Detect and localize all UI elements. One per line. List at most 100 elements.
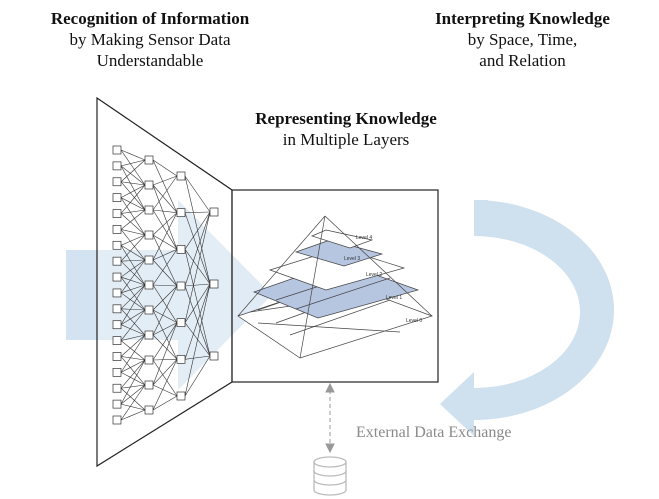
network-edge — [120, 209, 146, 230]
network-node — [112, 320, 122, 330]
network-edge — [120, 234, 146, 262]
network-edge — [120, 259, 146, 278]
network-edge — [152, 395, 178, 411]
network-node — [176, 391, 186, 401]
network-edge — [152, 322, 178, 361]
network-node — [144, 380, 154, 390]
pyramid-label-3: Level 3 — [344, 256, 360, 262]
network-edge — [120, 245, 146, 261]
network-edge — [152, 285, 178, 311]
network-edge — [152, 184, 178, 250]
network-edge — [120, 372, 146, 386]
caption-representing-line1: in Multiple Layers — [282, 130, 410, 149]
network-node — [112, 415, 122, 425]
network-edge — [120, 409, 146, 421]
network-edge — [120, 184, 146, 214]
network-node — [112, 145, 122, 155]
caption-representing: Representing Knowledge in Multiple Layer… — [196, 108, 496, 150]
network-edge — [152, 209, 178, 250]
network-edge — [152, 184, 178, 213]
network-edges — [120, 149, 211, 421]
caption-interpreting-line1: by Space, Time, — [467, 30, 578, 49]
network-node — [112, 352, 122, 361]
network-edge — [120, 197, 146, 211]
network-edge — [152, 212, 178, 236]
network-node — [112, 209, 122, 218]
network-edge — [120, 245, 146, 286]
network-node — [144, 280, 154, 290]
network-node — [112, 304, 122, 314]
network-edge — [120, 260, 146, 286]
network-node — [112, 336, 122, 345]
network-edge — [120, 159, 146, 167]
network-edge — [120, 334, 146, 341]
network-edge — [184, 211, 211, 323]
network-edge — [184, 283, 211, 397]
network-edge — [152, 284, 178, 323]
network-node — [112, 256, 122, 266]
network-node — [176, 171, 186, 181]
network-edge — [184, 175, 211, 285]
network-edge — [152, 334, 178, 360]
network-edge — [152, 175, 178, 186]
network-edge — [120, 276, 146, 286]
network-edge — [120, 340, 146, 361]
knowledge-pyramid — [237, 215, 434, 359]
network-edge — [120, 276, 146, 311]
right-arrow-icon — [66, 200, 272, 390]
network-edge — [120, 184, 146, 198]
network-edge — [184, 175, 211, 213]
network-node — [176, 281, 186, 291]
network-node — [144, 330, 154, 340]
network-node — [112, 240, 122, 250]
network-node — [176, 244, 186, 254]
caption-representing-title: Representing Knowledge — [255, 109, 437, 128]
network-edge — [120, 403, 146, 411]
network-edge — [120, 229, 146, 261]
network-edge — [120, 334, 146, 357]
network-edge — [120, 213, 146, 236]
network-edge — [152, 175, 178, 211]
network-edge — [152, 384, 178, 397]
caption-recognition-line2: Understandable — [96, 51, 204, 70]
network-edge — [152, 234, 178, 250]
network-edge — [120, 229, 146, 236]
network-edge — [120, 324, 146, 336]
network-edge — [120, 359, 146, 373]
caption-interpreting-line2: and Relation — [479, 51, 566, 70]
network-node — [209, 207, 219, 217]
network-node — [144, 230, 154, 240]
network-edge — [152, 209, 178, 213]
network-edge — [120, 308, 146, 336]
network-edge — [152, 309, 178, 360]
network-node — [144, 355, 154, 365]
network-node — [144, 255, 154, 265]
network-edge — [152, 309, 178, 323]
caption-recognition-title: Recognition of Information — [50, 9, 250, 28]
network-edge — [120, 384, 146, 421]
network-edge — [152, 322, 178, 336]
network-edge — [120, 165, 146, 211]
network-node — [112, 161, 122, 171]
network-edge — [152, 285, 178, 336]
caption-interpreting: Interpreting Knowledge by Space, Time, a… — [386, 8, 659, 71]
pyramid-layer-4 — [310, 229, 374, 249]
network-node — [209, 351, 219, 361]
network-edge — [120, 356, 146, 386]
network-edge — [152, 359, 178, 386]
network-edge — [120, 359, 146, 405]
network-edge — [120, 149, 146, 186]
pyramid-labels: Level 4 Level 3 Level 2 Level 1 Level 0 — [344, 235, 422, 324]
network-edge — [184, 211, 211, 213]
pyramid-label-2: Level 2 — [366, 272, 382, 278]
network-edge — [152, 234, 178, 287]
network-node — [112, 272, 122, 282]
caption-recognition-line1: by Making Sensor Data — [69, 30, 231, 49]
dashed-arrow-icon — [325, 382, 335, 454]
network-edge — [120, 309, 146, 325]
network-node — [144, 155, 154, 165]
network-edge — [120, 384, 146, 405]
network-node — [176, 354, 186, 364]
network-edge — [120, 334, 146, 373]
